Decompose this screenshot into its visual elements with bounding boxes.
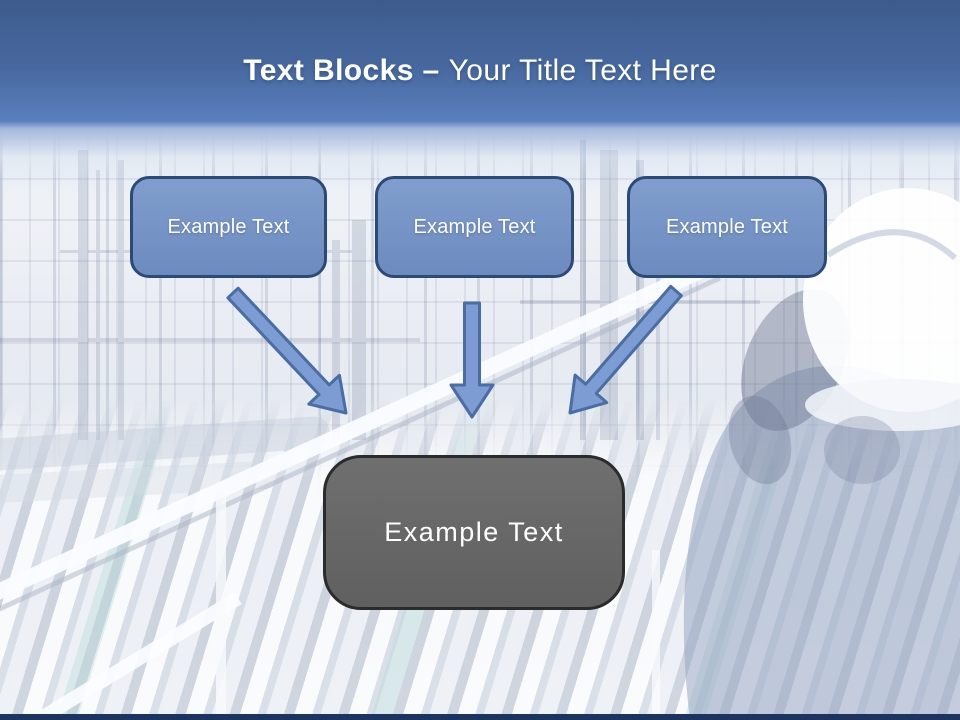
footer-bar <box>0 714 960 720</box>
header-band <box>0 0 960 192</box>
title-emphasis: Text Blocks – <box>243 54 440 87</box>
text-block-3-label: Example Text <box>665 215 789 238</box>
text-block-1: Example Text <box>130 176 327 278</box>
summary-block-label: Example Text <box>384 517 564 547</box>
title-normal: Your Title Text Here <box>448 54 717 87</box>
text-block-3: Example Text <box>627 176 827 278</box>
text-block-1-label: Example Text <box>167 215 290 238</box>
slide-title: Text Blocks –Your Title Text Here <box>0 54 960 88</box>
summary-block: Example Text <box>323 455 625 610</box>
text-block-2: Example Text <box>375 176 574 278</box>
text-block-2-label: Example Text <box>413 215 536 238</box>
